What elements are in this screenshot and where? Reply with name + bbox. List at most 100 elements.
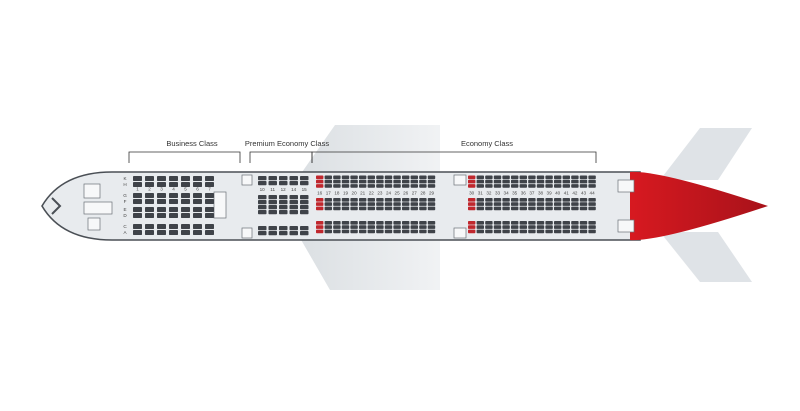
business-seat[interactable] xyxy=(205,224,214,229)
business-seat[interactable] xyxy=(145,193,154,198)
economy-seat[interactable] xyxy=(410,198,418,202)
economy-seat[interactable] xyxy=(359,202,367,206)
business-seat[interactable] xyxy=(157,176,166,181)
premium-seat[interactable] xyxy=(258,210,267,215)
economy-seat[interactable] xyxy=(528,179,536,184)
economy-seat[interactable] xyxy=(350,229,358,234)
economy-seat[interactable] xyxy=(511,175,519,180)
business-seat[interactable] xyxy=(181,207,190,212)
economy-seat[interactable] xyxy=(419,221,427,225)
premium-seat[interactable] xyxy=(279,231,288,236)
business-seat[interactable] xyxy=(133,182,142,187)
economy-seat[interactable] xyxy=(519,198,527,202)
premium-seat[interactable] xyxy=(279,176,288,181)
economy-seat[interactable] xyxy=(536,221,545,225)
economy-seat[interactable] xyxy=(410,221,418,225)
economy-seat[interactable] xyxy=(545,198,553,202)
premium-seat[interactable] xyxy=(300,176,309,181)
economy-seat[interactable] xyxy=(376,225,384,229)
economy-seat[interactable] xyxy=(536,198,545,202)
economy-seat[interactable] xyxy=(393,184,401,188)
economy-seat[interactable] xyxy=(367,179,375,184)
economy-seat[interactable] xyxy=(545,179,553,184)
economy-seat[interactable] xyxy=(350,225,358,229)
economy-seat[interactable] xyxy=(316,225,324,229)
economy-seat[interactable] xyxy=(350,175,358,180)
premium-seat[interactable] xyxy=(300,210,309,215)
economy-seat[interactable] xyxy=(519,229,527,234)
economy-seat[interactable] xyxy=(511,179,519,184)
economy-seat[interactable] xyxy=(333,179,341,184)
premium-seat[interactable] xyxy=(268,176,278,181)
business-seat[interactable] xyxy=(193,176,202,181)
economy-seat[interactable] xyxy=(402,198,410,202)
economy-seat[interactable] xyxy=(476,206,484,211)
economy-seat[interactable] xyxy=(511,221,519,225)
business-seat[interactable] xyxy=(193,207,202,212)
economy-seat[interactable] xyxy=(502,175,510,180)
economy-seat[interactable] xyxy=(571,184,579,188)
economy-seat[interactable] xyxy=(579,179,588,184)
business-seat[interactable] xyxy=(205,199,214,204)
economy-seat[interactable] xyxy=(316,179,324,184)
economy-seat[interactable] xyxy=(588,179,596,184)
economy-seat[interactable] xyxy=(376,179,384,184)
economy-seat[interactable] xyxy=(502,229,510,234)
business-seat[interactable] xyxy=(145,199,154,204)
business-seat[interactable] xyxy=(169,224,178,229)
economy-seat[interactable] xyxy=(536,179,545,184)
economy-seat[interactable] xyxy=(528,175,536,180)
economy-seat[interactable] xyxy=(554,184,562,188)
economy-seat[interactable] xyxy=(485,179,493,184)
business-seat[interactable] xyxy=(169,176,178,181)
premium-seat[interactable] xyxy=(279,181,288,186)
business-seat[interactable] xyxy=(157,207,166,212)
economy-seat[interactable] xyxy=(545,206,553,211)
economy-seat[interactable] xyxy=(427,229,436,234)
economy-seat[interactable] xyxy=(393,175,401,180)
economy-seat[interactable] xyxy=(554,206,562,211)
business-seat[interactable] xyxy=(133,224,142,229)
premium-seat[interactable] xyxy=(300,181,309,186)
business-seat[interactable] xyxy=(181,199,190,204)
economy-seat[interactable] xyxy=(554,179,562,184)
business-seat[interactable] xyxy=(181,176,190,181)
economy-seat[interactable] xyxy=(545,225,553,229)
economy-seat[interactable] xyxy=(485,198,493,202)
economy-seat[interactable] xyxy=(571,198,579,202)
economy-seat[interactable] xyxy=(485,202,493,206)
economy-seat[interactable] xyxy=(427,221,436,225)
business-seat[interactable] xyxy=(193,182,202,187)
economy-seat[interactable] xyxy=(324,225,332,229)
economy-seat[interactable] xyxy=(579,175,588,180)
business-seat[interactable] xyxy=(157,193,166,198)
economy-seat[interactable] xyxy=(384,206,393,211)
economy-seat[interactable] xyxy=(588,202,596,206)
premium-seat[interactable] xyxy=(289,231,299,236)
premium-seat[interactable] xyxy=(258,231,267,236)
economy-seat[interactable] xyxy=(493,229,502,234)
economy-seat[interactable] xyxy=(536,175,545,180)
economy-seat[interactable] xyxy=(393,198,401,202)
economy-seat[interactable] xyxy=(468,206,476,211)
economy-seat[interactable] xyxy=(350,206,358,211)
business-seat[interactable] xyxy=(181,213,190,218)
economy-seat[interactable] xyxy=(402,179,410,184)
economy-seat[interactable] xyxy=(519,179,527,184)
economy-seat[interactable] xyxy=(571,202,579,206)
premium-seat[interactable] xyxy=(279,210,288,215)
economy-seat[interactable] xyxy=(393,202,401,206)
business-seat[interactable] xyxy=(181,182,190,187)
economy-seat[interactable] xyxy=(468,179,476,184)
economy-seat[interactable] xyxy=(502,206,510,211)
economy-seat[interactable] xyxy=(536,202,545,206)
premium-seat[interactable] xyxy=(268,181,278,186)
economy-seat[interactable] xyxy=(545,184,553,188)
economy-seat[interactable] xyxy=(316,175,324,180)
premium-seat[interactable] xyxy=(258,205,267,210)
business-seat[interactable] xyxy=(169,199,178,204)
business-seat[interactable] xyxy=(169,207,178,212)
economy-seat[interactable] xyxy=(376,202,384,206)
premium-seat[interactable] xyxy=(289,226,299,231)
premium-seat[interactable] xyxy=(300,231,309,236)
